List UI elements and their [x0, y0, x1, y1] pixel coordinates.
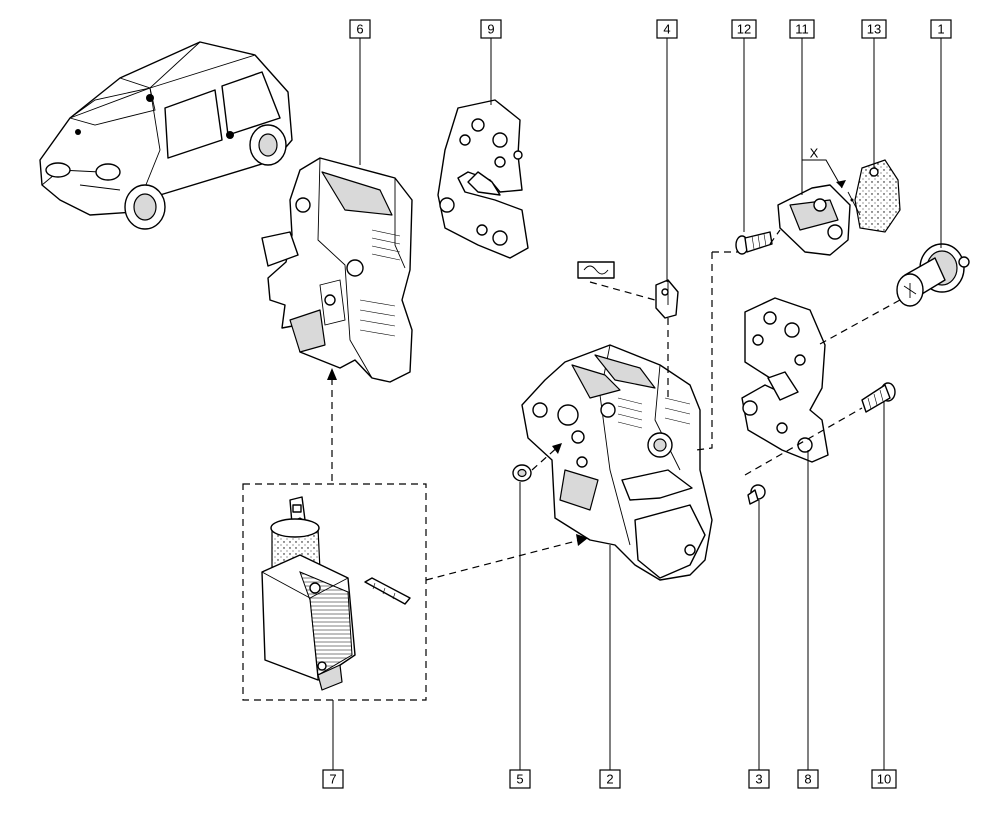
seal-symbol-icon	[577, 261, 615, 279]
screw-part-12	[735, 231, 773, 255]
svg-text:7: 7	[329, 772, 336, 787]
striker-plate-part-9	[437, 99, 529, 259]
callout-8: 8	[797, 769, 819, 789]
door-lock-part-2	[521, 344, 713, 581]
callout-leaders	[332, 38, 942, 770]
screw-part-3	[747, 484, 766, 505]
callout-9: 9	[480, 19, 502, 39]
callout-5: 5	[509, 769, 531, 789]
svg-text:5: 5	[516, 772, 523, 787]
x-marker-label: X	[810, 146, 819, 161]
gasket-part-13	[854, 159, 901, 233]
svg-text:10: 10	[877, 772, 891, 787]
clip-part-4	[655, 279, 679, 319]
door-lock-mechanism-part-6	[261, 157, 413, 383]
lock-cylinder-part-1	[896, 243, 970, 307]
screw-part-10	[861, 382, 896, 413]
callout-1: 1	[930, 19, 952, 39]
callout-11: 11	[789, 19, 815, 39]
callout-3: 3	[748, 769, 770, 789]
nut-part-5	[512, 464, 532, 482]
callout-4: 4	[656, 19, 678, 39]
connector-lines	[327, 229, 901, 581]
svg-text:1: 1	[937, 22, 944, 37]
callout-2: 2	[599, 769, 621, 789]
svg-text:3: 3	[755, 772, 762, 787]
car-icon	[39, 41, 293, 230]
callout-10: 10	[871, 769, 897, 789]
svg-text:2: 2	[606, 772, 613, 787]
svg-text:9: 9	[487, 22, 494, 37]
svg-text:13: 13	[867, 22, 881, 37]
bracket-part-11	[777, 184, 851, 256]
x-marker: X	[802, 146, 861, 216]
callout-6: 6	[349, 19, 371, 39]
svg-text:11: 11	[795, 22, 809, 37]
striker-plate-part-8	[741, 297, 829, 463]
svg-text:6: 6	[356, 22, 363, 37]
callout-12: 12	[731, 19, 757, 39]
actuator-part-7	[242, 483, 427, 701]
svg-text:12: 12	[737, 22, 751, 37]
svg-text:4: 4	[663, 22, 670, 37]
callout-13: 13	[861, 19, 887, 39]
svg-text:8: 8	[804, 772, 811, 787]
callout-7: 7	[322, 769, 344, 789]
